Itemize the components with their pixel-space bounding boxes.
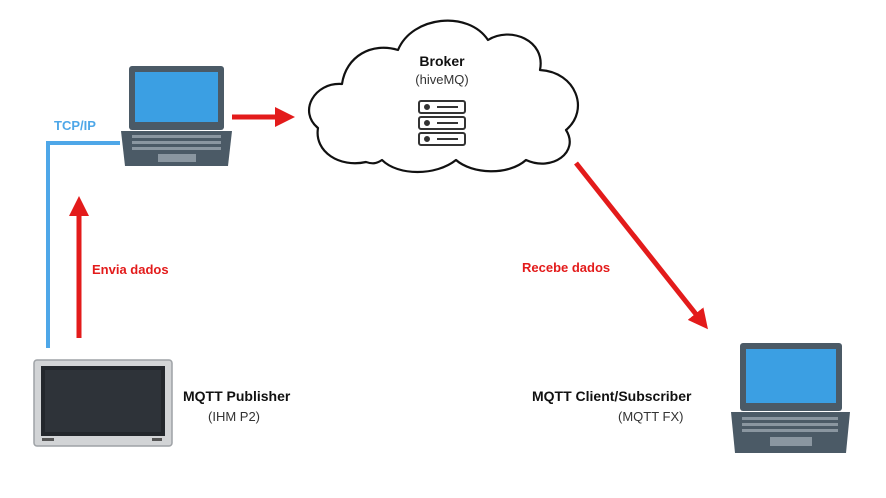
broker-title: Broker	[419, 53, 465, 69]
subscriber-subtitle: (MQTT FX)	[618, 409, 684, 424]
broker-subtitle: (hiveMQ)	[415, 72, 469, 87]
subscriber-title: MQTT Client/Subscriber	[532, 388, 692, 404]
publisher-subtitle: (IHM P2)	[208, 409, 260, 424]
hmi-panel-icon	[33, 359, 173, 447]
broker-cloud	[307, 19, 579, 174]
tcpip-label: TCP/IP	[54, 118, 96, 133]
tcpip-link-line	[46, 141, 120, 348]
publisher-laptop-icon	[121, 66, 232, 166]
publisher-title: MQTT Publisher	[183, 388, 291, 404]
send-data-label: Envia dados	[92, 262, 169, 277]
subscriber-laptop-icon	[731, 343, 850, 453]
receive-data-label: Recebe dados	[522, 260, 611, 275]
server-icon	[418, 100, 466, 146]
broker-to-subscriber-arrow	[574, 161, 708, 330]
